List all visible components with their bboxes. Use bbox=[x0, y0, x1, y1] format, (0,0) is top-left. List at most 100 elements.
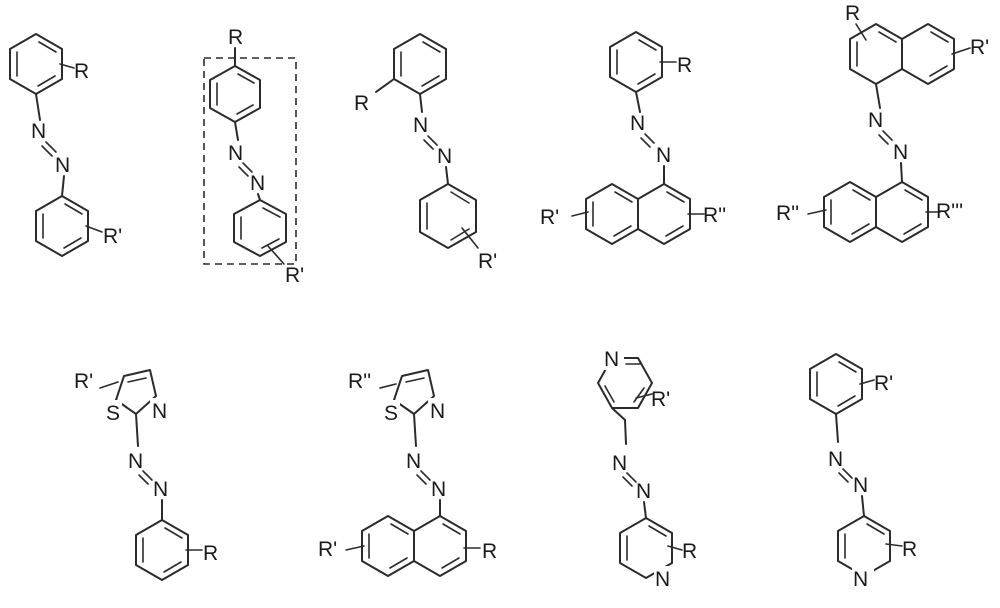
ring-double-bonds bbox=[401, 42, 440, 86]
azo-n-upper: N bbox=[406, 450, 421, 473]
bond bbox=[625, 420, 626, 444]
thiazole-n: N bbox=[152, 400, 167, 423]
pyridine-n: N bbox=[604, 348, 619, 371]
substituent-r-prime: R' bbox=[318, 538, 337, 561]
azo-double-bond bbox=[428, 136, 437, 145]
structure-9-phenylazo-pyridine: R' N N R N bbox=[810, 354, 917, 591]
bond bbox=[36, 94, 40, 120]
azo-double-bond bbox=[839, 473, 848, 482]
ring-double-bonds bbox=[17, 42, 56, 86]
structure-4-phenylazo-naphthalene: R N N R' R'' bbox=[540, 32, 726, 244]
bond bbox=[876, 84, 880, 108]
azo-double-bond bbox=[641, 138, 650, 147]
structure-6-thiazolylazo-benzene: R' S N N N R bbox=[74, 370, 218, 580]
substituent-bond bbox=[380, 384, 396, 388]
substituent-r-prime: R' bbox=[103, 225, 122, 248]
bond bbox=[235, 122, 238, 140]
azo-n-lower: N bbox=[153, 478, 168, 501]
azo-double-bond bbox=[143, 471, 152, 480]
azo-n-upper: N bbox=[413, 114, 428, 137]
structure-7-thiazolylazo-naphthalene: R'' S N N N R' R bbox=[318, 370, 497, 576]
ring-double-bond bbox=[406, 378, 424, 382]
bond bbox=[446, 167, 448, 184]
bond bbox=[636, 92, 640, 112]
azo-double-bond bbox=[879, 135, 888, 144]
bond bbox=[836, 414, 838, 442]
substituent-r: R bbox=[203, 542, 218, 565]
bond bbox=[376, 79, 394, 92]
thiazole-s: S bbox=[106, 402, 120, 425]
azo-n-upper: N bbox=[630, 112, 645, 135]
ring-double-bonds bbox=[627, 526, 666, 560]
ring-double-bonds bbox=[217, 74, 254, 114]
ring-double-bonds bbox=[43, 204, 82, 248]
structure-3-ortho-azobenzene: R N N R' bbox=[354, 34, 497, 273]
azo-n-lower: N bbox=[431, 478, 446, 501]
substituent-bond bbox=[668, 546, 682, 550]
structure-5-naphthylazo-naphthalene: R R' N N R'' R''' bbox=[776, 2, 989, 242]
substituent-r: R bbox=[902, 538, 917, 561]
substituent-r-prime: R' bbox=[970, 36, 989, 59]
azo-n-lower: N bbox=[55, 154, 70, 177]
azo-n-upper: N bbox=[868, 109, 883, 132]
substituent-r: R bbox=[482, 540, 497, 563]
azo-n-lower: N bbox=[250, 172, 265, 195]
azo-double-bond bbox=[627, 473, 636, 482]
substituent-r: R bbox=[74, 60, 89, 83]
structure-8-azopyridine: N R' N N R N bbox=[598, 346, 697, 591]
benzene-ring bbox=[420, 184, 476, 248]
pyridine-n: N bbox=[655, 568, 670, 591]
azo-n-lower: N bbox=[893, 141, 908, 164]
azo-n-lower: N bbox=[853, 474, 868, 497]
thiazole-s: S bbox=[384, 402, 398, 425]
ring-double-bonds bbox=[143, 528, 182, 572]
substituent-r-prime: R' bbox=[874, 372, 893, 395]
substituent-r: R bbox=[682, 540, 697, 563]
substituent-r-prime: R' bbox=[478, 250, 497, 273]
structure-2-para-azobenzene: R N N R' bbox=[204, 26, 304, 287]
azo-double-bond bbox=[243, 163, 252, 172]
azo-n-upper: N bbox=[612, 452, 627, 475]
azo-double-bond bbox=[239, 167, 248, 176]
naphthalene-ring-right bbox=[902, 24, 954, 84]
azo-n-upper: N bbox=[228, 142, 243, 165]
substituent-r: R bbox=[677, 54, 692, 77]
substituent-bond bbox=[268, 246, 284, 264]
azo-n-upper: N bbox=[31, 120, 46, 143]
substituent-r-prime: R' bbox=[651, 388, 670, 411]
azo-double-bond bbox=[421, 471, 430, 480]
substituent-bond bbox=[856, 24, 866, 40]
substituent-r: R bbox=[845, 2, 860, 25]
bond bbox=[612, 408, 625, 420]
azo-double-bond bbox=[843, 469, 852, 478]
bond bbox=[862, 496, 864, 516]
naphthalene-ring-right bbox=[876, 182, 928, 242]
ring-double-bonds bbox=[817, 362, 856, 406]
substituent-r: R bbox=[228, 26, 243, 49]
azo-double-bond bbox=[645, 134, 654, 143]
bond bbox=[644, 502, 646, 518]
substituent-r-prime: R' bbox=[285, 264, 304, 287]
pyridine-n: N bbox=[853, 568, 868, 591]
ring-double-bonds bbox=[241, 208, 280, 248]
substituent-bond bbox=[886, 544, 902, 546]
substituent-r-prime: R' bbox=[540, 206, 559, 229]
substituent-r-double-prime: R'' bbox=[348, 370, 371, 393]
azo-n-lower: N bbox=[656, 144, 671, 167]
azo-n-upper: N bbox=[128, 450, 143, 473]
bond bbox=[901, 163, 902, 182]
structure-1-azobenzene: N N R R' bbox=[10, 34, 122, 256]
substituent-r-double-prime: R'' bbox=[703, 204, 726, 227]
substituent-r-double-prime: R'' bbox=[776, 202, 799, 225]
azo-n-lower: N bbox=[437, 145, 452, 168]
azo-double-bond bbox=[424, 140, 433, 149]
azo-n-upper: N bbox=[828, 448, 843, 471]
bond bbox=[420, 94, 422, 112]
substituent-r-prime: R' bbox=[74, 370, 93, 393]
azo-double-bond bbox=[623, 477, 632, 486]
substituent-bond bbox=[100, 382, 118, 388]
substituent-r-triple-prime: R''' bbox=[936, 200, 963, 223]
thiazole-n: N bbox=[430, 400, 445, 423]
azo-double-bond bbox=[883, 131, 892, 140]
